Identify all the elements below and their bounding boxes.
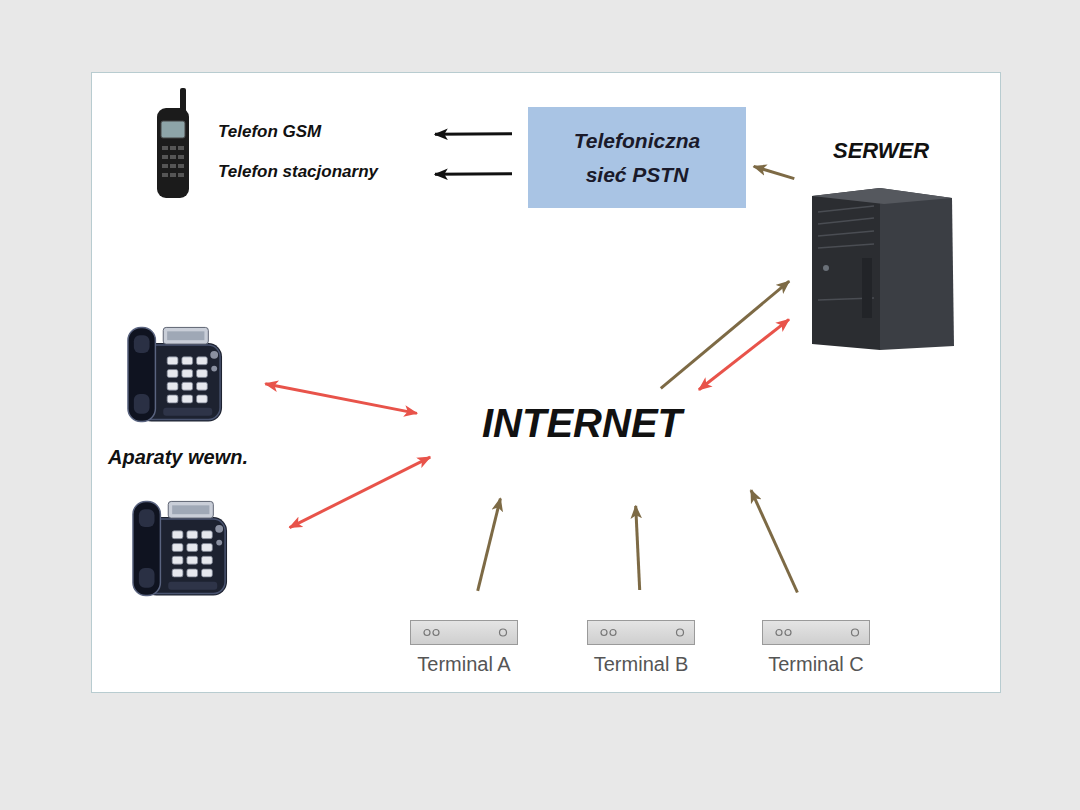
terminal: Terminal C (746, 618, 886, 680)
connector-arrow (751, 490, 797, 592)
node-label: INTERNET (482, 401, 682, 446)
node-label: Telefon GSM (218, 122, 433, 142)
connector-arrow (478, 499, 501, 591)
terminal: Terminal A (394, 618, 534, 680)
server: SERWER (800, 136, 960, 352)
connector-arrow (290, 457, 431, 527)
node-label: SERWER (833, 138, 960, 164)
terminal-leds (588, 621, 694, 644)
terminal: Terminal B (571, 618, 711, 680)
phone-label: Telefon GSM (218, 122, 433, 148)
connector-arrow (435, 172, 512, 176)
node-label: Aparaty wewn. (108, 446, 286, 469)
network-label: Telefoniczna sieć PSTN (562, 124, 712, 192)
terminal-leds (763, 621, 869, 644)
terminal-label: Terminal C (746, 653, 886, 676)
connector-arrow (636, 506, 640, 590)
terminal-leds (411, 621, 517, 644)
node-label: Telefon stacjonarny (218, 162, 433, 182)
desk-phone: Aparaty wewn. (106, 446, 286, 600)
terminal-label: Terminal A (394, 653, 534, 676)
internet-cloud: INTERNET (466, 396, 698, 450)
terminal-box (587, 620, 695, 645)
terminal-box (762, 620, 870, 645)
phone-label: Telefon stacjonarny (218, 162, 433, 188)
connector-arrow (754, 166, 795, 178)
connector-arrow (265, 384, 417, 414)
network-box: Telefoniczna sieć PSTN (528, 107, 746, 208)
connector-arrow (699, 319, 789, 389)
connector-arrow (435, 132, 512, 136)
terminal-label: Terminal B (571, 653, 711, 676)
terminal-box (410, 620, 518, 645)
desk-phone (126, 320, 226, 428)
